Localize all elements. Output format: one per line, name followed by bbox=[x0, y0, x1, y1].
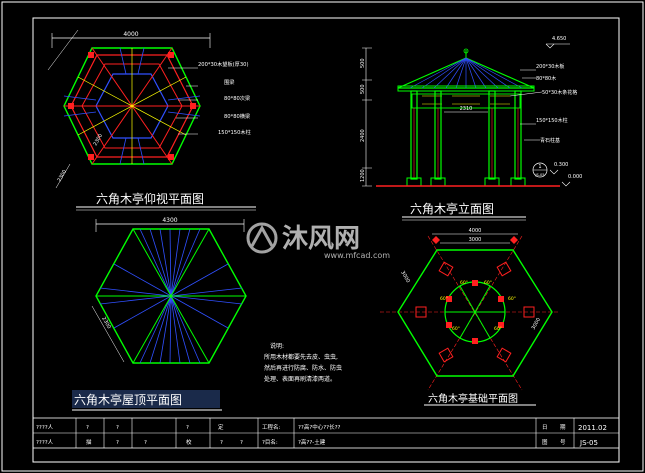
watermark: 沐风网 www.mfcad.com bbox=[246, 222, 390, 260]
foundation-angle-5: 60° bbox=[452, 326, 460, 332]
elevation-top-level: 4.650 bbox=[552, 36, 566, 42]
tb-r1-c7: ??高?中心??长?? bbox=[298, 423, 341, 431]
elevation-label-1: 200*30木板 bbox=[536, 63, 564, 70]
elevation-span-dim: 2310 bbox=[460, 106, 473, 112]
watermark-url: www.mfcad.com bbox=[324, 251, 390, 260]
tb-r1-c1: ????人 bbox=[36, 424, 54, 431]
tb-r1-c10: 2011.02 bbox=[578, 424, 607, 432]
elevation-height-dim-2: 500 bbox=[360, 84, 366, 94]
elevation-title: 六角木亭立面图 bbox=[410, 201, 494, 216]
notes-block: 说明: 所用木材都要先去皮、虫虫, 然后再进行防腐、防水、防虫 处理、表面再刷清… bbox=[264, 342, 342, 383]
ceiling-width-dim: 4000 bbox=[123, 31, 138, 38]
roof-plan: 4300 2300 六角木亭屋顶平面图 bbox=[72, 217, 247, 411]
foundation-width-dim-2: 3000 bbox=[469, 237, 482, 243]
elevation-base-level: 0.000 bbox=[568, 174, 582, 180]
elevation-label-5: 青石柱基 bbox=[540, 137, 560, 144]
ceiling-label-5: 150*150木柱 bbox=[218, 128, 251, 136]
tb-r2-c10: 图 bbox=[542, 438, 548, 446]
tb-r1-c2: ? bbox=[86, 425, 89, 431]
elevation-height-dim-3: 2400 bbox=[360, 129, 366, 142]
roof-plan-title: 六角木亭屋顶平面图 bbox=[74, 392, 182, 407]
tb-r2-c8: ?目名: bbox=[262, 438, 278, 446]
tb-r1-c8: 日 bbox=[542, 424, 548, 431]
tb-r2-c5: 校 bbox=[186, 438, 192, 446]
tb-r1-c5: 定 bbox=[218, 423, 224, 431]
elevation-ground-level: 0.300 bbox=[554, 162, 568, 168]
notes-line-2: 然后再进行防腐、防水、防虫 bbox=[264, 364, 342, 372]
title-block: ????人 ? ? ? 定 工程名: ??高?中心??长?? 日 期 2011.… bbox=[32, 417, 620, 449]
notes-line-1: 所用木材都要先去皮、虫虫, bbox=[264, 353, 338, 361]
tb-r2-c12: JS-05 bbox=[579, 439, 598, 447]
elevation-label-2: 80*80木 bbox=[536, 75, 556, 82]
tb-r2-c3: ? bbox=[116, 440, 119, 446]
foundation-plan: 4000 3000 bbox=[380, 228, 560, 406]
foundation-side-dim-2: 3000 bbox=[531, 317, 543, 331]
foundation-angle-3: 60° bbox=[440, 296, 448, 302]
tb-r1-c4: ? bbox=[186, 425, 189, 431]
notes-heading: 说明: bbox=[270, 342, 284, 350]
foundation-side-dim-1: 3000 bbox=[399, 270, 411, 284]
notes-line-3: 处理、表面再刷清漆两道。 bbox=[264, 375, 336, 383]
foundation-angle-6: 60° bbox=[494, 326, 502, 332]
ceiling-label-3: 80*80次梁 bbox=[224, 94, 250, 102]
tb-r2-c4: ? bbox=[144, 440, 147, 446]
foundation-angle-1: 60° bbox=[460, 280, 468, 286]
foundation-angle-4: 60° bbox=[508, 296, 516, 302]
tb-r2-c7: ? bbox=[240, 440, 243, 446]
tb-r2-c1: ????人 bbox=[36, 439, 54, 446]
elevation-detail-mark: 1 bbox=[538, 164, 541, 170]
roof-side-dim: 2300 bbox=[100, 316, 112, 330]
tb-r2-c11: 号 bbox=[560, 439, 566, 446]
roof-width-dim: 4300 bbox=[162, 217, 177, 224]
ceiling-plan: 4000 2300 2 bbox=[47, 29, 256, 211]
elevation-detail-sheet: JS-05 bbox=[535, 173, 545, 177]
tb-r2-c6: ? bbox=[220, 440, 223, 446]
ceiling-label-4: 80*80横梁 bbox=[224, 112, 250, 120]
foundation-width-dim-1: 4000 bbox=[469, 228, 482, 234]
ceiling-label-2: 围梁 bbox=[224, 78, 234, 86]
elevation-height-dim-1: 500 bbox=[360, 58, 366, 68]
tb-r1-c6: 工程名: bbox=[262, 423, 281, 431]
tb-r2-c9: ?高??-土建 bbox=[298, 438, 326, 446]
inner-frame bbox=[32, 17, 620, 463]
elevation-label-3: 50*30木条花格 bbox=[542, 89, 577, 96]
ceiling-side-dim-1: 2300 bbox=[93, 133, 105, 147]
foundation-angle-2: 60° bbox=[484, 280, 492, 286]
ceiling-plan-title: 六角木亭仰视平面图 bbox=[96, 191, 204, 206]
tb-r2-c2: 描 bbox=[86, 438, 92, 446]
elevation-label-4: 150*150木柱 bbox=[536, 117, 568, 124]
ceiling-side-dim-2: 2300 bbox=[57, 169, 69, 183]
tb-r1-c9: 期 bbox=[560, 424, 566, 431]
elevation-height-dim-4: 1200 bbox=[360, 169, 366, 182]
tb-r1-c3: ? bbox=[116, 425, 119, 431]
ceiling-label-1: 200*30木望板(厚30) bbox=[198, 60, 249, 68]
watermark-brand: 沐风网 bbox=[282, 224, 360, 254]
foundation-plan-title: 六角木亭基础平面图 bbox=[428, 392, 518, 405]
elevation-view: 4.650 500 500 2400 1200 bbox=[360, 36, 582, 221]
